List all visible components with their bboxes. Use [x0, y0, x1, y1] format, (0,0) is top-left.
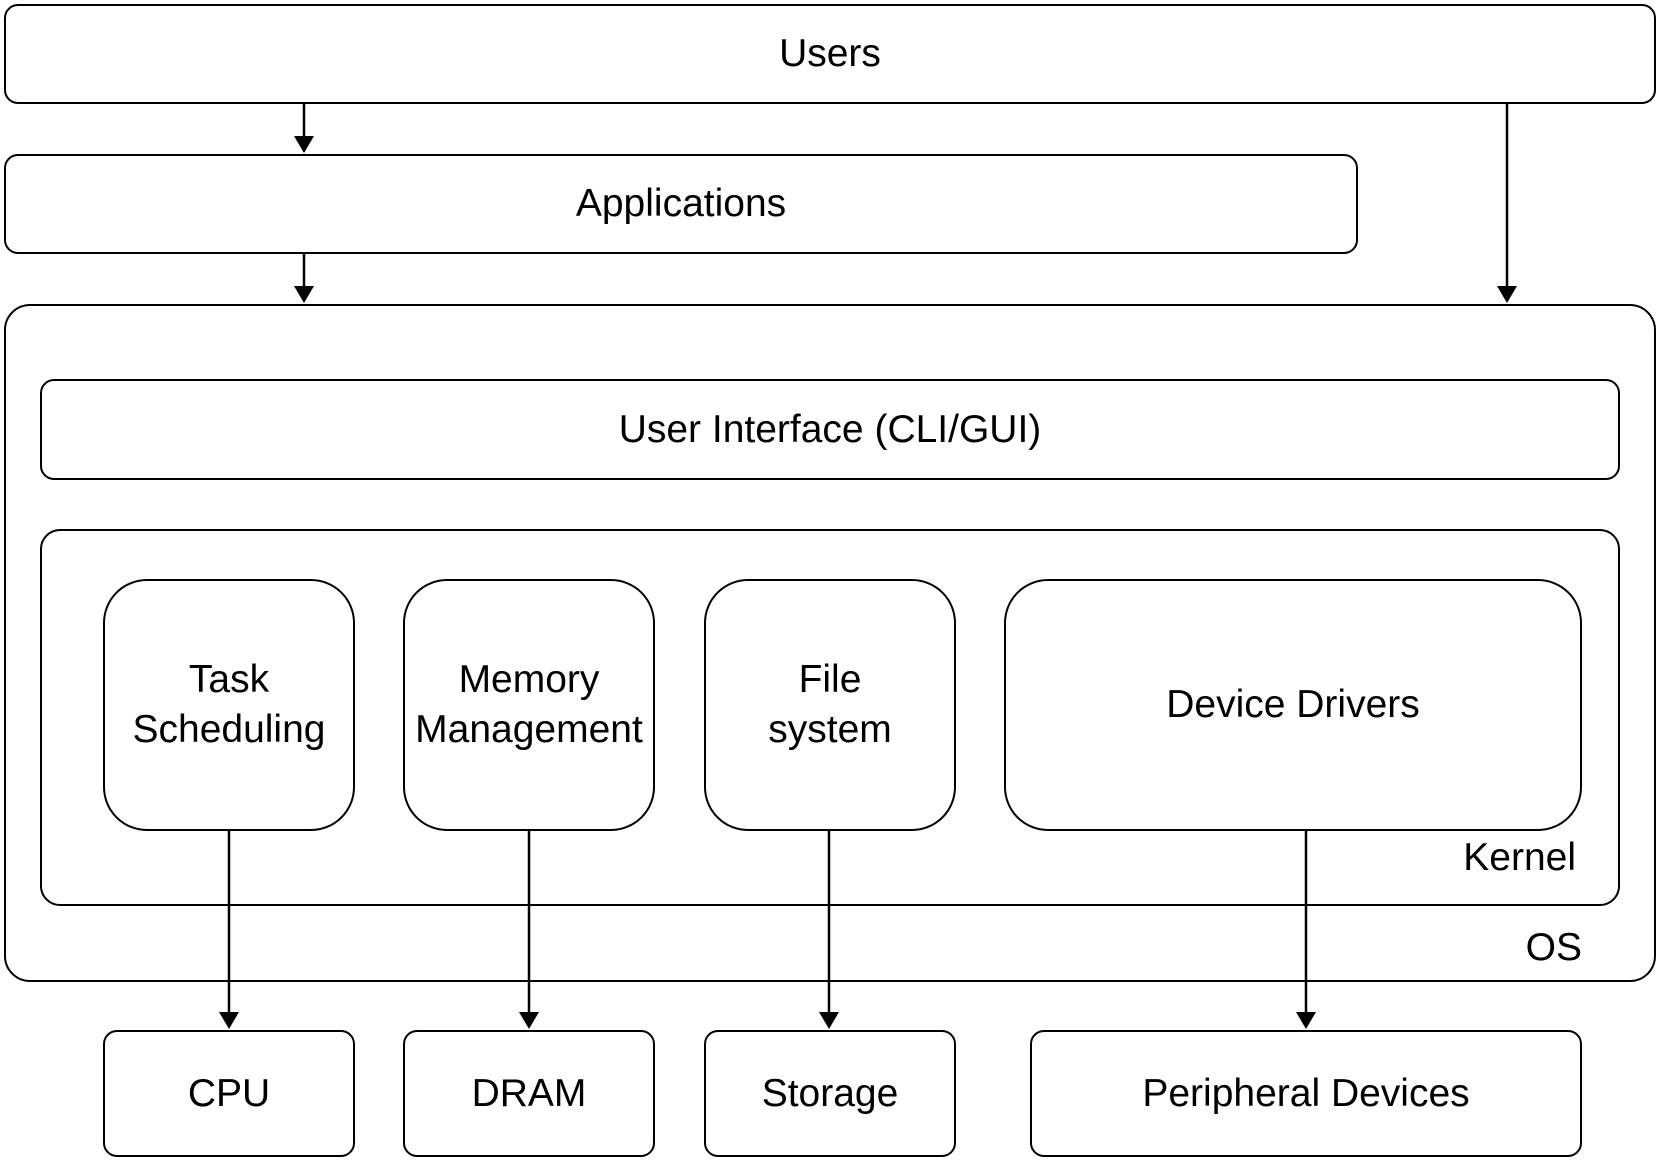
user-interface-label: User Interface (CLI/GUI) — [618, 407, 1042, 451]
os-label: OS — [1525, 926, 1582, 969]
dram-label: DRAM — [471, 1071, 587, 1115]
file-system-label: File system — [768, 658, 892, 751]
users-box: Users — [4, 4, 1656, 104]
peripheral-devices-box: Peripheral Devices — [1030, 1030, 1582, 1157]
storage-label: Storage — [761, 1071, 899, 1115]
applications-label: Applications — [575, 182, 787, 225]
applications-box: Applications — [4, 154, 1358, 254]
device-drivers-box: Device Drivers — [1004, 579, 1582, 831]
task-scheduling-box: Task Scheduling — [103, 579, 355, 831]
user-interface-box: User Interface (CLI/GUI) — [40, 379, 1620, 480]
users-label: Users — [779, 32, 881, 75]
task-scheduling-label: Task Scheduling — [132, 658, 326, 751]
dram-box: DRAM — [403, 1030, 655, 1157]
cpu-label: CPU — [187, 1071, 271, 1115]
peripheral-devices-label: Peripheral Devices — [1142, 1071, 1470, 1115]
device-drivers-label: Device Drivers — [1166, 683, 1420, 726]
cpu-box: CPU — [103, 1030, 355, 1157]
storage-box: Storage — [704, 1030, 956, 1157]
kernel-label: Kernel — [1463, 836, 1576, 879]
memory-management-label: Memory Management — [415, 658, 643, 751]
file-system-box: File system — [704, 579, 956, 831]
memory-management-box: Memory Management — [403, 579, 655, 831]
